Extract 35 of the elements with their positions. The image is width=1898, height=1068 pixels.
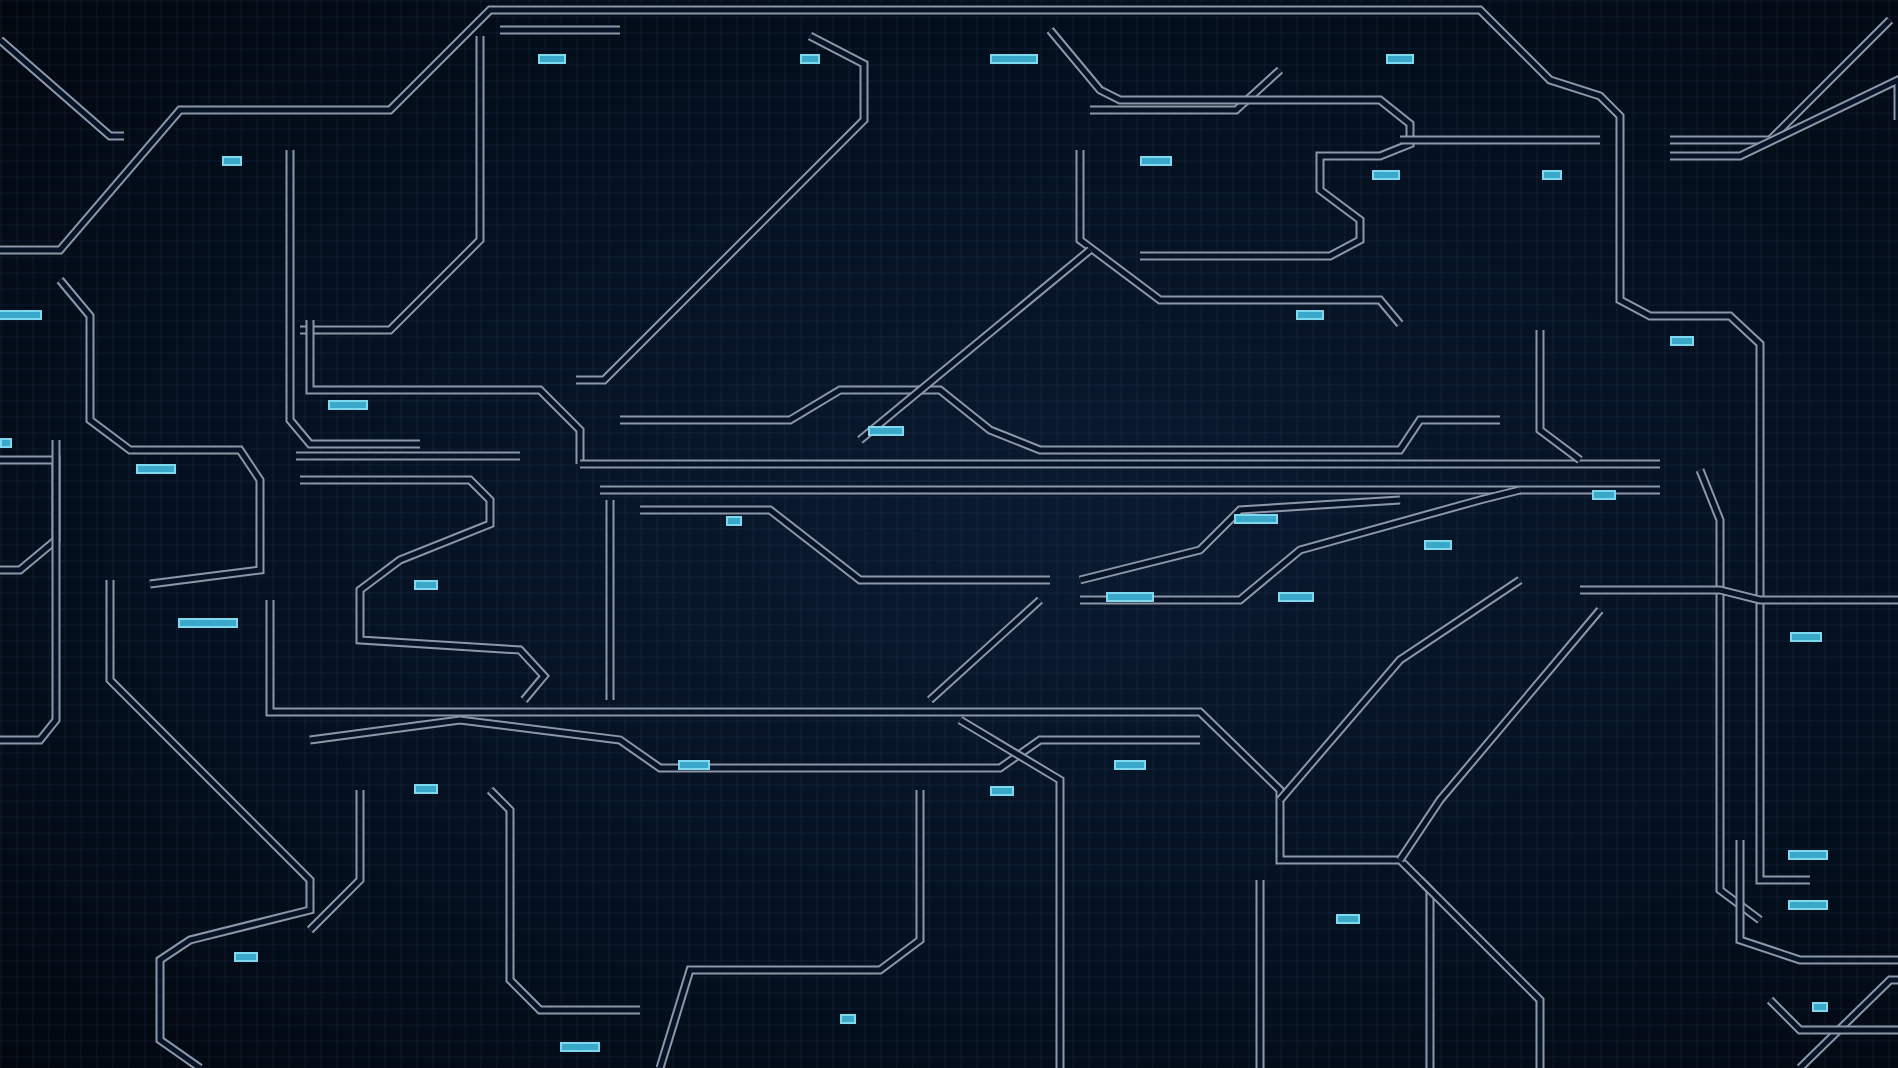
station-tag <box>222 156 242 166</box>
station-tag <box>538 54 566 64</box>
station-tag <box>0 310 42 320</box>
station-tag <box>1336 914 1360 924</box>
station-tag <box>414 580 438 590</box>
station-tag <box>800 54 820 64</box>
station-tag <box>0 438 12 448</box>
station-tag <box>1296 310 1324 320</box>
station-tag <box>1790 632 1822 642</box>
station-tag <box>1114 760 1146 770</box>
station-tag <box>136 464 176 474</box>
station-tag <box>990 54 1038 64</box>
station-tag <box>1424 540 1452 550</box>
station-tag <box>1592 490 1616 500</box>
station-tag <box>560 1042 600 1052</box>
station-tag <box>840 1014 856 1024</box>
station-tag <box>1372 170 1400 180</box>
station-tag <box>990 786 1014 796</box>
station-tag <box>1234 514 1278 524</box>
station-tag <box>1140 156 1172 166</box>
station-tag <box>1542 170 1562 180</box>
station-tag <box>178 618 238 628</box>
station-tag <box>1278 592 1314 602</box>
station-tag <box>868 426 904 436</box>
station-tag <box>234 952 258 962</box>
station-tag <box>726 516 742 526</box>
station-tag <box>1386 54 1414 64</box>
station-tag <box>1670 336 1694 346</box>
station-tag <box>678 760 710 770</box>
station-tag <box>414 784 438 794</box>
station-tag <box>328 400 368 410</box>
station-tag <box>1788 850 1828 860</box>
station-tag <box>1106 592 1154 602</box>
station-tag <box>1788 900 1828 910</box>
station-tag <box>1812 1002 1828 1012</box>
